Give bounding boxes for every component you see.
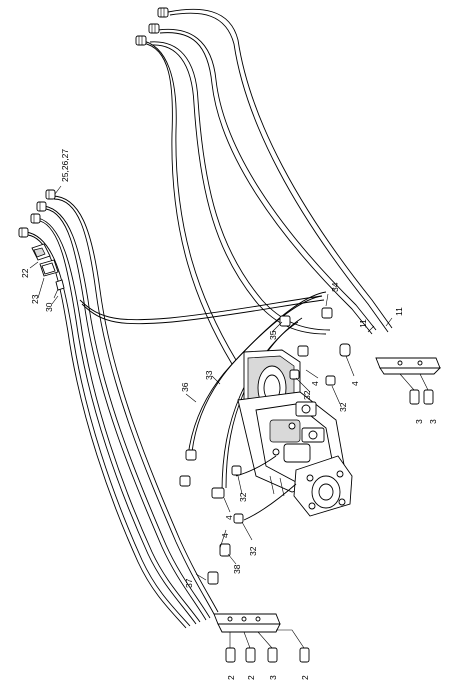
callout-11-b: 11 (358, 319, 368, 328)
pump-fittings (231, 307, 351, 524)
callout-4-d: 4 (220, 533, 230, 538)
callout-3-a: 3 (414, 419, 424, 424)
callout-32-b: 32 (338, 402, 348, 412)
right-bracket (375, 357, 442, 405)
callout-33: 33 (204, 370, 214, 380)
callout-23: 23 (30, 294, 40, 304)
callout-4-c: 4 (224, 515, 234, 520)
left-fitting-2 (36, 201, 47, 212)
bottom-bracket (213, 613, 310, 663)
left-fitting-1 (45, 189, 56, 200)
callout-35: 35 (268, 330, 278, 340)
callout-32-d: 32 (248, 546, 258, 556)
left-hose-bundle (18, 189, 325, 629)
top-fitting-3 (135, 35, 147, 46)
callout-labels: 25,26,27 22 23 30 34 11 11 35 36 33 4 32… (20, 149, 438, 680)
hoses-33-36 (179, 291, 327, 585)
callout-32-a: 32 (302, 390, 312, 400)
callout-32-c: 32 (238, 492, 248, 502)
callout-4-b: 4 (350, 381, 360, 386)
clamp-parts (31, 243, 65, 299)
callout-34: 34 (330, 282, 340, 292)
leader-lines (29, 185, 393, 581)
callout-22: 22 (20, 268, 30, 278)
callout-30: 30 (44, 302, 54, 312)
callout-11-a: 11 (394, 307, 404, 316)
callout-38: 38 (232, 564, 242, 574)
left-fitting-4 (18, 227, 29, 238)
callout-4-a: 4 (310, 381, 320, 386)
callout-2-a: 2 (226, 675, 236, 680)
hydraulic-pump-assembly (237, 349, 353, 517)
left-fitting-3 (30, 213, 41, 224)
callout-36: 36 (180, 382, 190, 392)
callout-3-b: 3 (428, 419, 438, 424)
callout-2-b: 2 (246, 675, 256, 680)
top-fitting-2 (148, 23, 160, 34)
callout-3-c: 3 (268, 675, 278, 680)
callout-37: 37 (184, 578, 194, 588)
upper-right-hose-bundle (135, 7, 393, 365)
callout-2-c: 2 (300, 675, 310, 680)
top-fitting-1 (157, 7, 169, 18)
callout-25-26-27: 25,26,27 (60, 149, 70, 182)
